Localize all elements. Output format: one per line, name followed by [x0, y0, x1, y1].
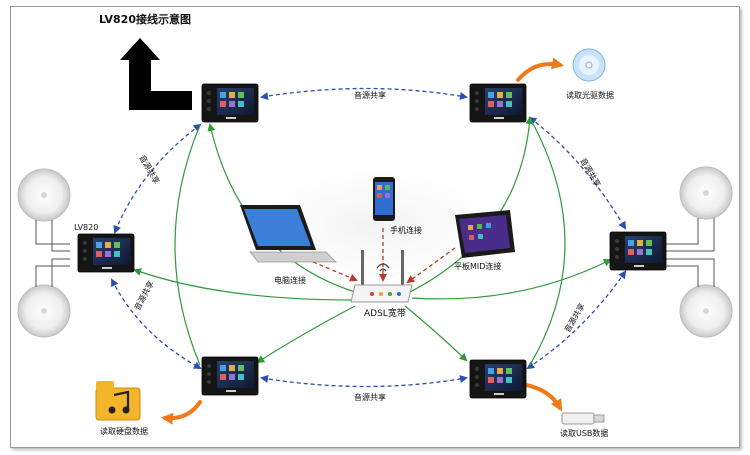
net-ring-left [174, 124, 201, 366]
usb-icon [561, 412, 605, 425]
panel-top-right [469, 83, 527, 123]
pc-link [312, 261, 358, 282]
tablet-link [406, 247, 456, 284]
center-glow [205, 145, 545, 305]
panel-left [77, 233, 135, 273]
speaker-left-wiring [35, 220, 70, 287]
panel-bottom-left [201, 356, 259, 396]
net-ring-right [529, 117, 566, 366]
pc-label: 电脑连接 [274, 275, 306, 285]
share-label-right-top: 音源共享 [578, 156, 603, 189]
speaker-right-wiring [666, 218, 715, 287]
disc-arrow [516, 57, 564, 82]
usb-arrow [524, 383, 562, 412]
device-links [312, 228, 456, 284]
return-arrow-icon [120, 38, 192, 110]
net-link-bottom-left [256, 305, 356, 364]
laptop-icon [240, 205, 337, 263]
router-icon [350, 250, 413, 303]
phone-icon [373, 177, 395, 221]
net-link-left [133, 268, 353, 301]
tablet-label: 平板MID连接 [454, 261, 501, 271]
usb-label: 读取USB数据 [560, 428, 608, 438]
lv820-label: LV820 [74, 223, 98, 232]
share-label-bottom: 音源共享 [354, 392, 386, 402]
net-link-right [411, 259, 612, 300]
share-link-bottom [260, 375, 468, 388]
tablet-icon [455, 210, 515, 258]
speaker-right-top [679, 166, 733, 220]
share-label-left-bottom: 音源共享 [132, 279, 156, 312]
phone-label: 手机连接 [390, 225, 422, 235]
share-link-left-bottom [111, 278, 202, 369]
panel-bottom-right [469, 359, 527, 399]
share-label-top: 音源共享 [354, 90, 386, 100]
share-link-left-top [113, 123, 202, 234]
speaker-left-bottom [17, 284, 71, 338]
panel-top-left [201, 83, 259, 123]
cd-icon [572, 48, 606, 82]
panel-right [609, 231, 667, 271]
music-folder-icon [95, 381, 141, 421]
share-label-right-bottom: 音源共享 [562, 301, 587, 334]
diagram-title: LV820接线示意图 [99, 12, 191, 26]
share-label-left-top: 音源共享 [137, 153, 162, 186]
hdd-label: 读取硬盘数据 [100, 426, 148, 436]
speaker-left-top [17, 168, 71, 222]
data-arrows [161, 57, 564, 425]
hdd-arrow [161, 400, 202, 425]
router-label: ADSL宽带 [364, 307, 406, 319]
audio-share-links [111, 87, 627, 388]
disc-label: 读取光驱数据 [566, 90, 614, 100]
net-link-bottom-right [404, 305, 468, 362]
share-link-right-top [528, 116, 627, 230]
speaker-right-bottom [679, 284, 733, 338]
share-link-right-bottom [526, 270, 627, 370]
